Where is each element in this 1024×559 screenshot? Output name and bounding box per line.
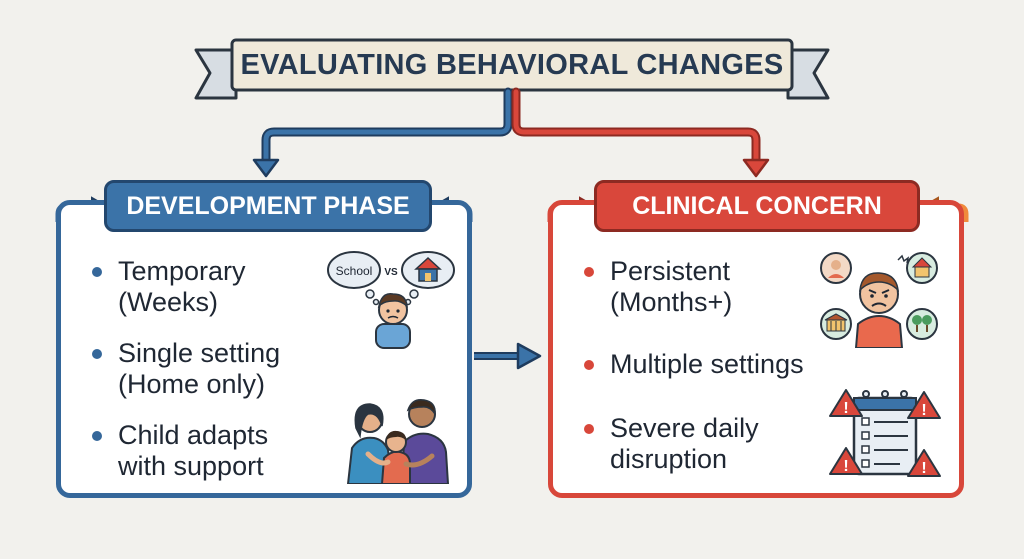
child-icon [375, 293, 411, 349]
warning-icon: ! [829, 447, 863, 475]
item-line: (Months+) [610, 287, 733, 317]
list-item: Single setting (Home only) [92, 338, 280, 400]
house-icon [414, 256, 442, 282]
item-line: (Weeks) [118, 287, 219, 317]
item-line: Child adapts [118, 420, 269, 450]
item-line: Temporary [118, 256, 246, 286]
title-banner-ribbon [194, 38, 830, 100]
item-line: Multiple settings [610, 349, 804, 379]
item-line: Single setting [118, 338, 281, 368]
bullet-dot [92, 267, 102, 277]
bullet-dot [584, 360, 594, 370]
list-item: Temporary (Weeks) [92, 256, 246, 318]
person-icon [820, 252, 852, 284]
middle-transition-arrow [474, 342, 542, 370]
clinical-concern-header: CLINICAL CONCERN [594, 180, 920, 232]
bullet-dot [92, 349, 102, 359]
list-item: Severe daily disruption [584, 413, 759, 475]
bubble-school-label: School [336, 264, 373, 278]
angry-child-icon [854, 254, 910, 348]
bullet-dot [584, 424, 594, 434]
list-item: Persistent (Months+) [584, 256, 732, 318]
bullet-dot [92, 431, 102, 441]
svg-text:!: ! [921, 402, 926, 419]
item-line: Severe daily [610, 413, 759, 443]
calendar-checklist-icon [852, 390, 918, 476]
svg-text:!: ! [921, 460, 926, 477]
warning-icon: ! [829, 389, 863, 417]
svg-text:!: ! [843, 458, 848, 475]
bubble-vs-label: VS [384, 267, 398, 278]
item-line: disruption [610, 444, 728, 474]
family-icon [346, 398, 450, 484]
house-icon [906, 252, 938, 284]
arrow-to-clinical [511, 87, 770, 178]
warning-icon: ! [907, 391, 941, 419]
development-phase-header: DEVELOPMENT PHASE [104, 180, 432, 232]
arrow-to-development [252, 87, 513, 178]
school-vs-home-illustration: School VS [327, 251, 455, 349]
school-building-icon [820, 308, 852, 340]
warning-icon: ! [907, 449, 941, 477]
list-item: Multiple settings [584, 349, 804, 380]
calendar-warning-illustration: ! ! ! ! [829, 389, 941, 477]
list-item: Child adapts with support [92, 420, 268, 482]
park-icon [906, 308, 938, 340]
item-line: Persistent [610, 256, 731, 286]
diagram-title: EVALUATING BEHAVIORAL CHANGES [240, 48, 784, 81]
bullet-dot [584, 267, 594, 277]
thought-bubble-icon [327, 251, 455, 306]
item-line: with support [118, 451, 264, 481]
svg-text:!: ! [843, 400, 848, 417]
angry-child-illustration [820, 252, 938, 348]
item-line: (Home only) [118, 369, 266, 399]
